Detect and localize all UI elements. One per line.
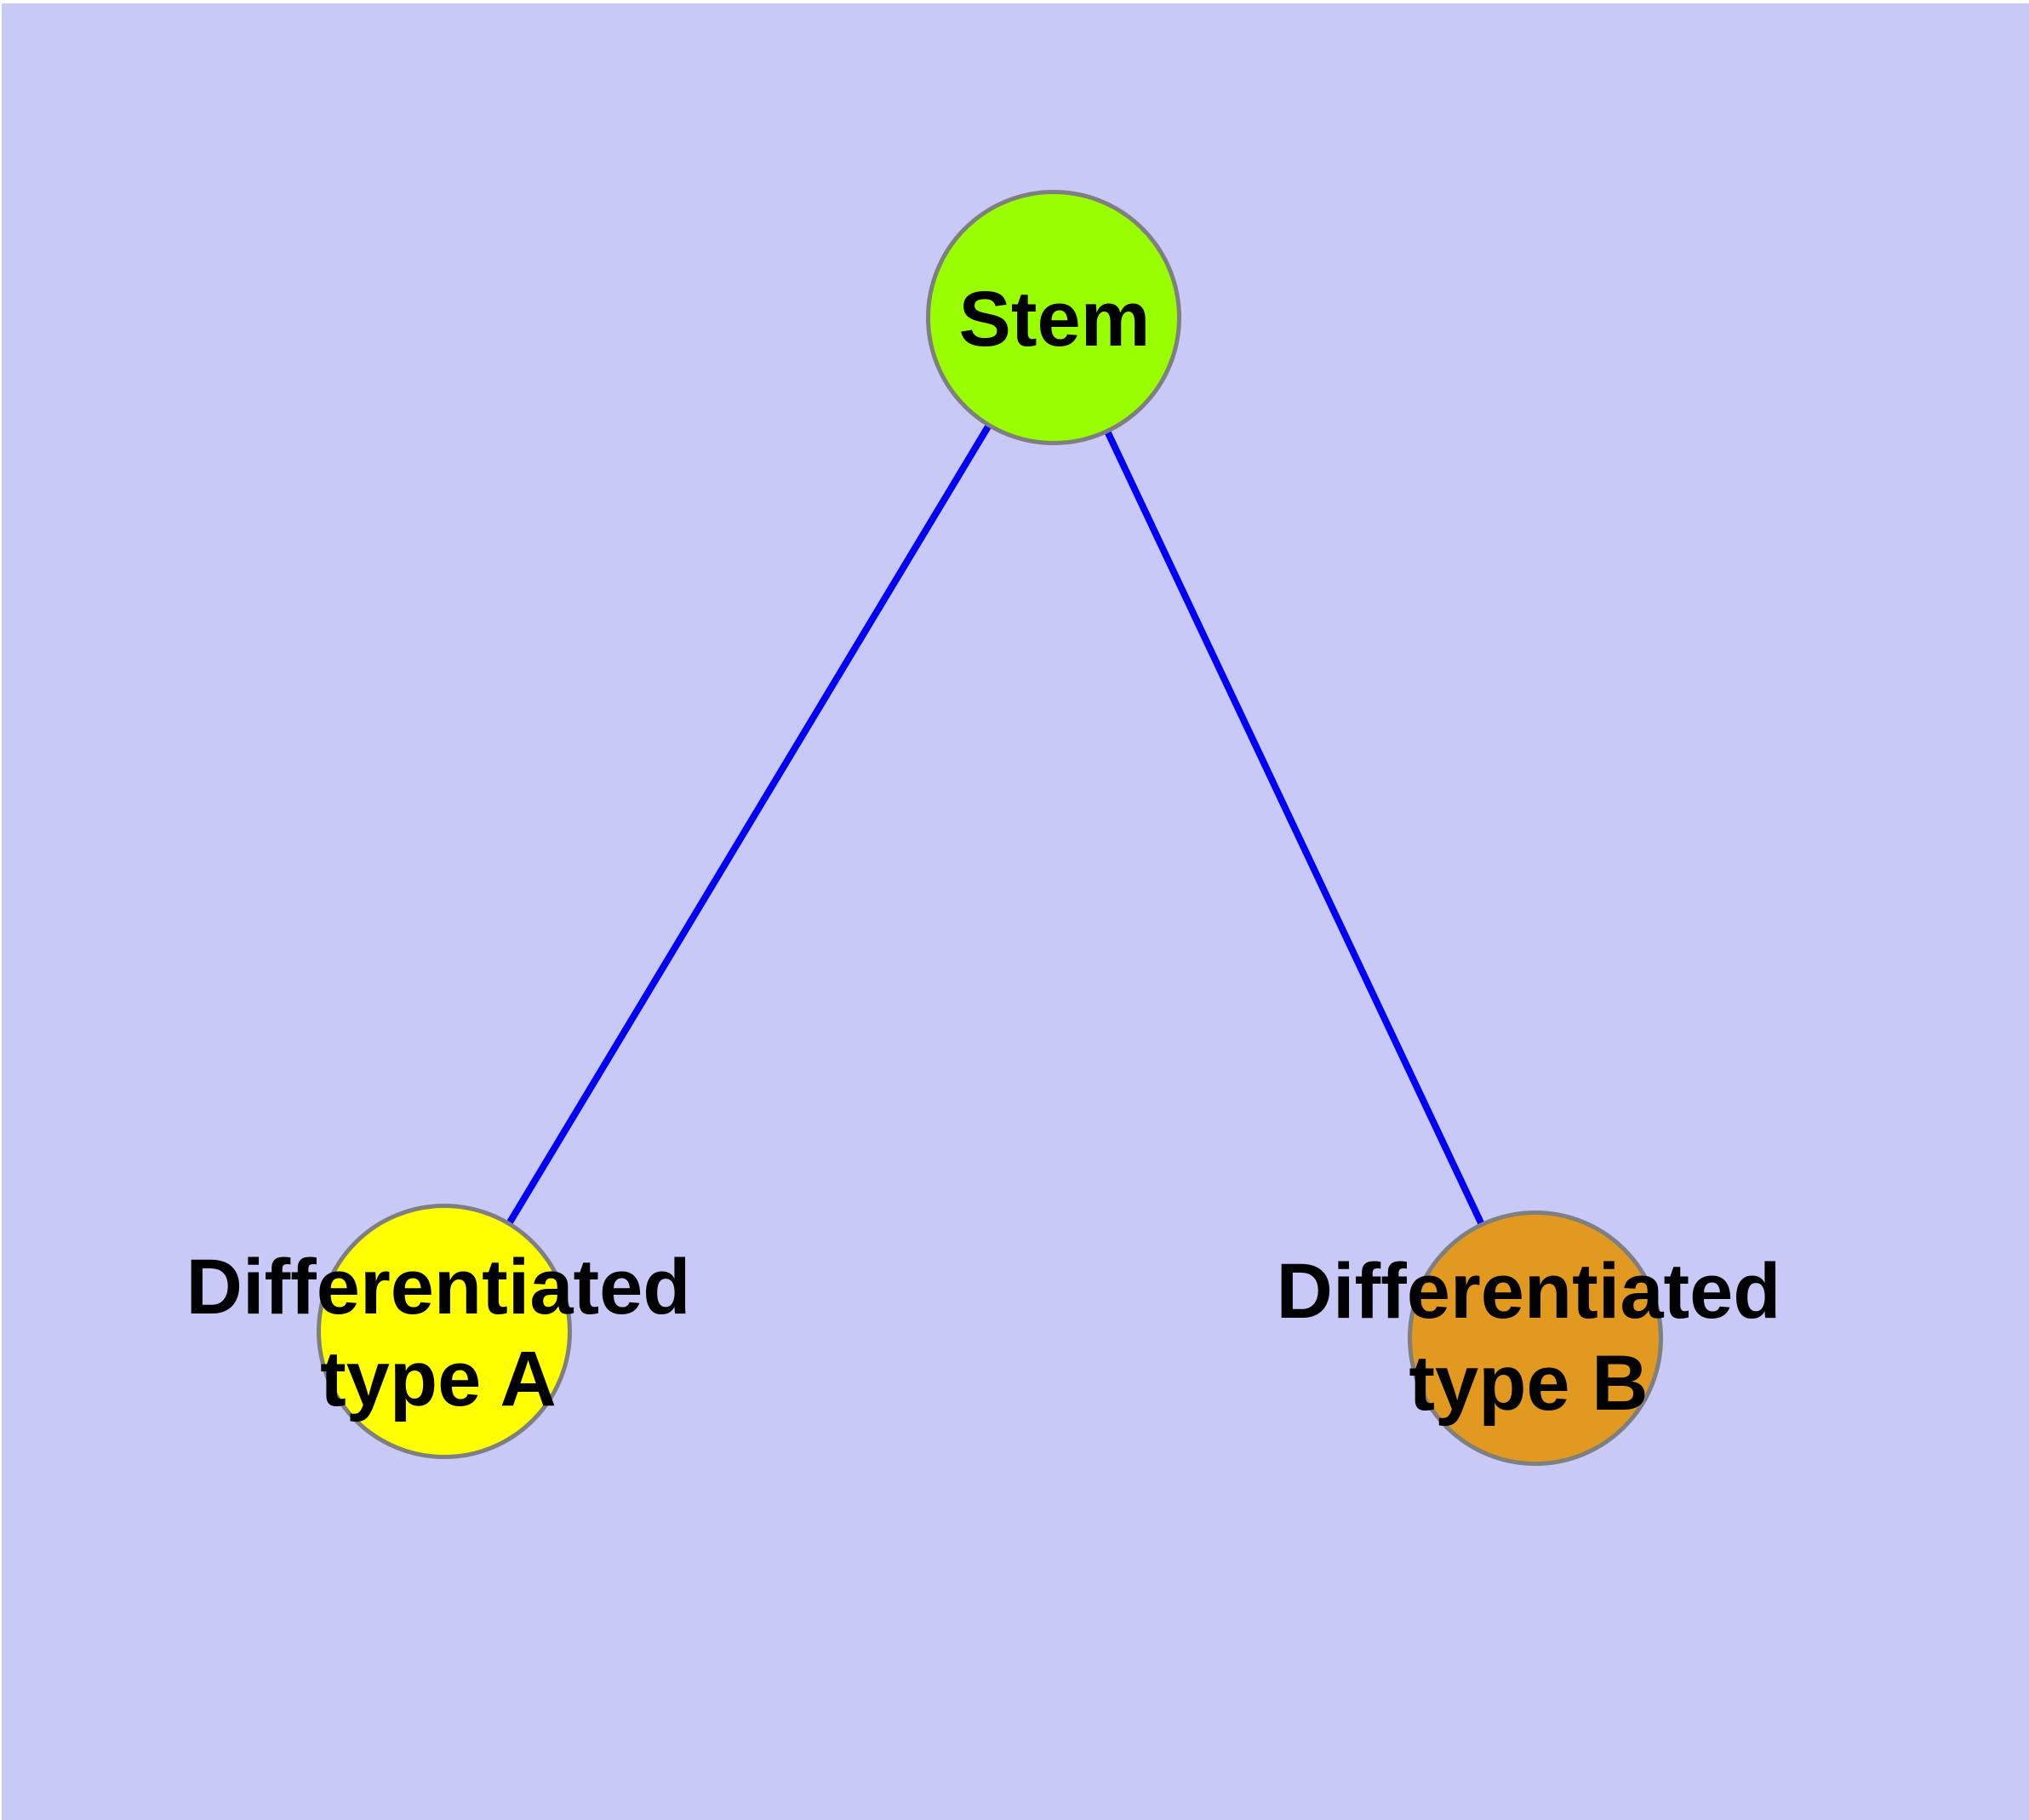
- node-stem: [926, 190, 1181, 445]
- node-differentiated-type-a: [317, 1204, 572, 1459]
- node-label-stem: Stem: [958, 276, 1151, 363]
- node-label-differentiated-type-a: Differentiated type A: [186, 1241, 691, 1425]
- node-label-line1: Differentiated: [186, 1244, 691, 1331]
- node-label-line2: type A: [320, 1336, 557, 1422]
- node-label-line1: Differentiated: [1276, 1248, 1781, 1335]
- node-label-differentiated-type-b: Differentiated type B: [1277, 1245, 1781, 1429]
- node-label-line2: type B: [1409, 1340, 1649, 1427]
- edge-stem-to-type-a: [441, 315, 1057, 1334]
- edge-stem-to-type-b: [1050, 316, 1539, 1340]
- node-differentiated-type-b: [1408, 1210, 1663, 1466]
